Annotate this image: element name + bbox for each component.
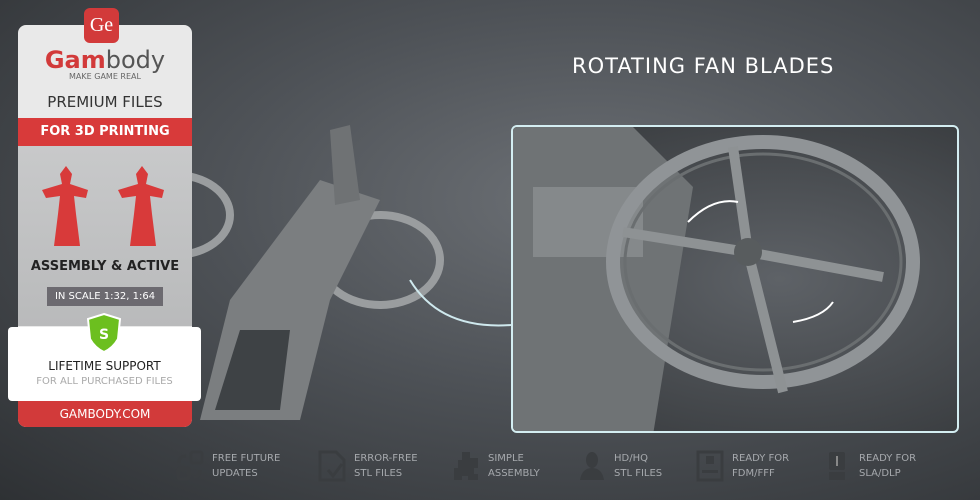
feature-line1: READY FOR (732, 453, 790, 464)
feature-line1: HD/HQ (614, 453, 648, 464)
brand-logo[interactable]: Gambody (18, 46, 192, 74)
feature-fdm: READY FOR FDM/FFF (696, 450, 789, 482)
svg-text:S: S (99, 327, 109, 343)
feature-error-free: ERROR-FREE STL FILES (318, 450, 418, 482)
figure-icon (42, 166, 164, 246)
feature-line2: STL FILES (354, 468, 403, 479)
file-check-icon (318, 450, 346, 482)
feature-assembly: SIMPLE ASSEMBLY (452, 450, 540, 482)
logo-badge: Ge (84, 8, 119, 43)
fan-closeup-inset (511, 125, 959, 433)
feature-line1: ERROR-FREE (354, 453, 418, 464)
printing-banner: FOR 3D PRINTING (18, 118, 192, 146)
bust-icon (580, 452, 604, 480)
assembly-label: ASSEMBLY & ACTIVE (30, 259, 180, 274)
scale-badge: IN SCALE 1:32, 1:64 (47, 287, 163, 306)
site-link[interactable]: GAMBODY.COM (18, 401, 192, 427)
feature-line2: SLA/DLP (859, 468, 901, 479)
feature-line1: SIMPLE (488, 453, 524, 464)
feature-line2: ASSEMBLY (488, 468, 540, 479)
puzzle-icon (454, 452, 478, 480)
support-title: LIFETIME SUPPORT (48, 359, 161, 373)
premium-files-label: PREMIUM FILES (47, 93, 163, 111)
feature-updates: FREE FUTURE UPDATES (176, 450, 280, 482)
sla-printer-icon (829, 452, 845, 480)
feature-line2: UPDATES (212, 468, 258, 479)
brand-red: Gam (44, 46, 106, 74)
shield-icon: S (87, 313, 121, 353)
support-subtitle: FOR ALL PURCHASED FILES (36, 376, 173, 387)
fdm-printer-icon (696, 450, 724, 482)
feature-line2: STL FILES (614, 468, 663, 479)
feature-sla: READY FOR SLA/DLP (823, 450, 916, 482)
fan-closeup-image (513, 127, 920, 431)
feature-line1: READY FOR (859, 453, 917, 464)
tagline: MAKE GAME REAL (69, 72, 141, 81)
feature-hd: HD/HQ STL FILES (578, 450, 662, 482)
refresh-icon (176, 450, 204, 481)
headline: ROTATING FAN BLADES (572, 54, 835, 78)
brand-gray: body (105, 46, 166, 74)
feature-line2: FDM/FFF (732, 468, 775, 479)
feature-line1: FREE FUTURE (212, 453, 281, 464)
